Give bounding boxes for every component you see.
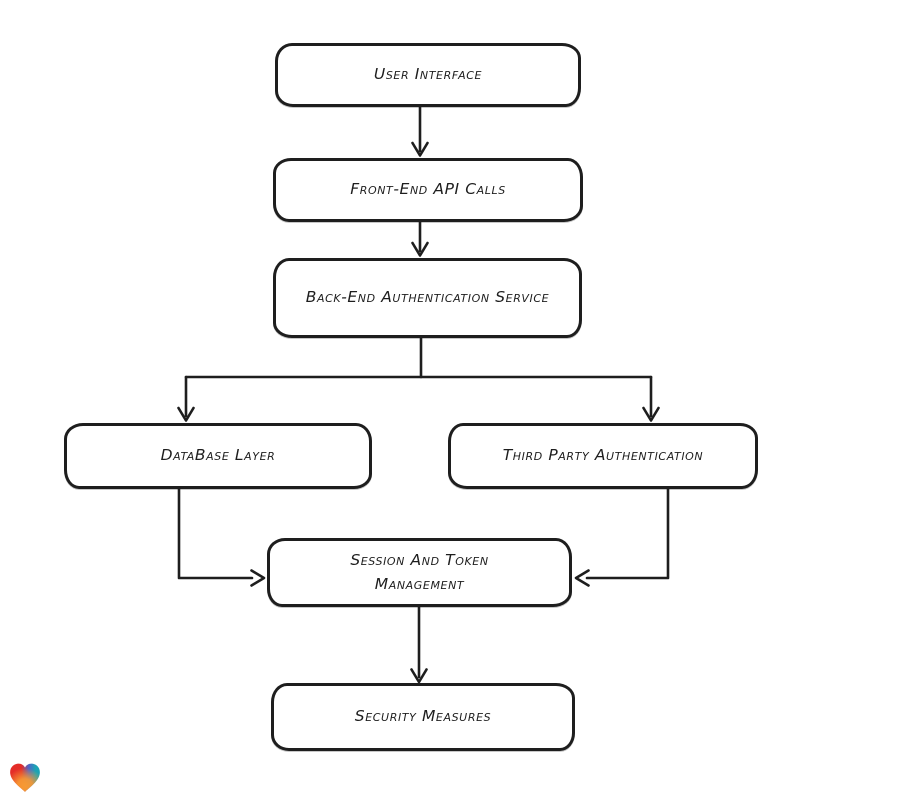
node-back-end-authentication-service-label: Back-End Authentication Service <box>305 288 550 307</box>
node-session-and-token-management-label: Session And Token Management <box>350 551 489 593</box>
edge-front-end-api-calls-to-back-end-authentication <box>411 220 429 257</box>
edge-session-management-to-security-measures <box>410 605 428 684</box>
node-back-end-authentication-service[interactable]: Back-End Authentication Service <box>273 258 582 338</box>
node-user-interface-label: User Interface <box>373 65 483 84</box>
node-front-end-api-calls[interactable]: Front-End API Calls <box>273 158 583 222</box>
node-front-end-api-calls-label: Front-End API Calls <box>350 180 506 199</box>
node-session-and-token-management[interactable]: Session And Token Management <box>267 538 572 607</box>
node-database-layer-label: DataBase Layer <box>160 446 276 465</box>
edge-back-end-authentication-branch <box>177 336 660 422</box>
node-third-party-authentication-label: Third Party Authentication <box>502 446 704 465</box>
edge-database-layer-to-session-management <box>177 486 266 587</box>
node-database-layer[interactable]: DataBase Layer <box>64 423 372 489</box>
heart-logo-icon[interactable] <box>8 761 42 795</box>
edge-third-party-auth-to-session-management <box>574 486 670 587</box>
node-user-interface[interactable]: User Interface <box>275 43 581 107</box>
node-security-measures-label: Security Measures <box>354 707 492 726</box>
edge-user-interface-to-front-end-api-calls <box>411 105 429 157</box>
node-third-party-authentication[interactable]: Third Party Authentication <box>448 423 758 489</box>
node-security-measures[interactable]: Security Measures <box>271 683 575 751</box>
